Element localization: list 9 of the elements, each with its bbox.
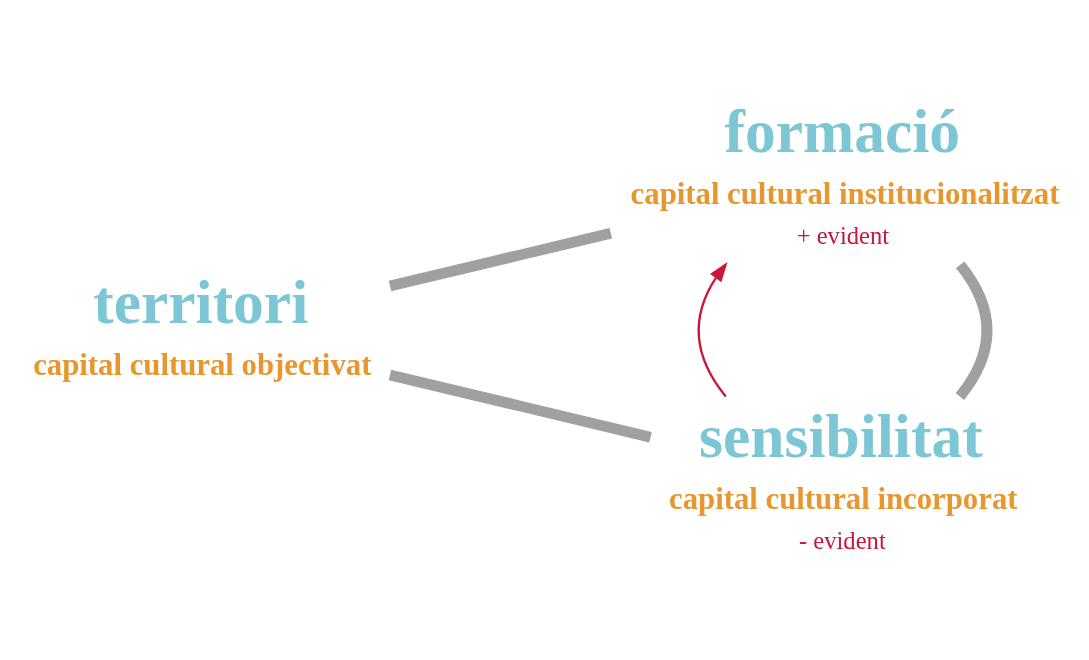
connector [388, 369, 652, 442]
connector [955, 261, 993, 400]
node-label: + evident [796, 221, 890, 249]
arrow [697, 261, 728, 397]
node-text: formació capital cultural institucionalitzat [630, 96, 1060, 211]
node-text: territori capital cultural objectivat [33, 267, 372, 382]
node-text: sensibilitat capital cultural incorporat [669, 401, 1018, 516]
node-label: - evident [799, 526, 886, 554]
connector [388, 227, 613, 291]
